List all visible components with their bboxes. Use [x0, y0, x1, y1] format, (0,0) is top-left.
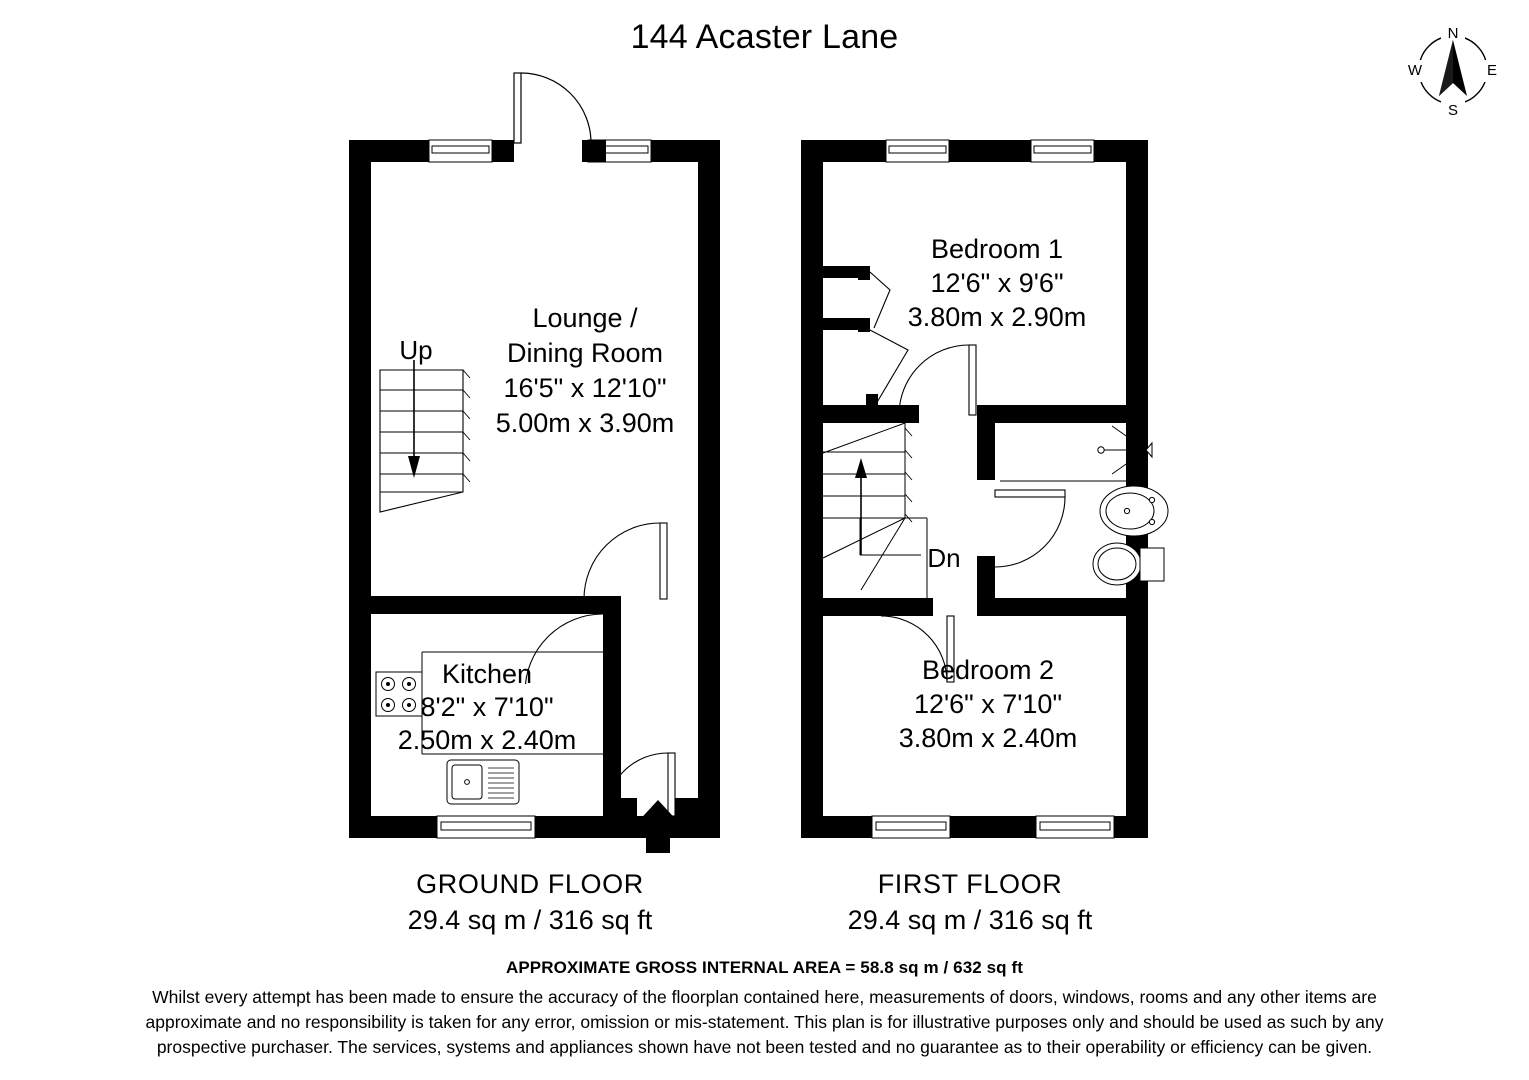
- room-label-lounge-metric: 5.00m x 3.90m: [496, 408, 675, 438]
- disclaimer-line-3: prospective purchaser. The services, sys…: [156, 1037, 1373, 1057]
- room-label-bedroom1-imperial: 12'6" x 9'6": [930, 268, 1063, 298]
- ground-window-top-left: [428, 139, 493, 163]
- cupboard-door-lower: [869, 329, 909, 405]
- first-floor-caption-name: FIRST FLOOR: [877, 869, 1063, 899]
- basin-icon: [1099, 485, 1169, 537]
- hall-entrance-stub-wall: [603, 798, 637, 816]
- cupboard-door-upper: [869, 271, 891, 329]
- room-label-lounge-imperial: 16'5" x 12'10": [503, 373, 666, 403]
- bedroom1-bottom-wall-right: [995, 405, 1126, 423]
- bedroom2-top-wall-right: [977, 598, 1126, 616]
- compass-south-label: S: [1448, 102, 1458, 119]
- ground-floor-caption-area: 29.4 sq m / 316 sq ft: [407, 905, 653, 935]
- ground-front-door: [513, 72, 592, 144]
- bedroom2-top-wall-left: [823, 598, 933, 616]
- ground-staircase: [379, 360, 471, 513]
- hob-icon: [375, 671, 423, 717]
- room-label-lounge-name2: Dining Room: [507, 338, 663, 368]
- kitchen-door: [521, 613, 604, 694]
- landing-bathroom-wall: [977, 405, 995, 480]
- cupboard-wall-stub-upper: [858, 266, 870, 280]
- sink-icon: [446, 759, 520, 805]
- first-floor-caption: FIRST FLOOR 29.4 sq m / 316 sq ft: [760, 866, 1180, 938]
- ground-floor-caption-name: GROUND FLOOR: [416, 869, 644, 899]
- cupboard-wall-stub-bottom: [866, 394, 878, 408]
- first-floor-caption-area: 29.4 sq m / 316 sq ft: [847, 905, 1093, 935]
- compass-east-label: E: [1487, 62, 1497, 79]
- bedroom1-bottom-wall-left: [823, 405, 919, 423]
- page-title: 144 Acaster Lane: [630, 18, 899, 56]
- room-label-bedroom2-imperial: 12'6" x 7'10": [914, 689, 1062, 719]
- ground-front-door-gap: [512, 138, 584, 164]
- first-window-bottom-right: [1035, 815, 1115, 839]
- bathroom-door: [994, 489, 1066, 568]
- lounge-hall-door: [583, 522, 668, 600]
- room-label-bedroom1-name: Bedroom 1: [931, 234, 1063, 264]
- room-label-kitchen-name: Kitchen: [442, 659, 532, 689]
- first-stair-dn-label: Dn: [927, 543, 960, 573]
- first-window-top-right: [1030, 139, 1095, 163]
- cupboard-wall-stub-lower: [858, 318, 870, 332]
- compass-needle-highlight-icon: [1439, 40, 1453, 96]
- disclaimer-line-1: Whilst every attempt has been made to en…: [152, 987, 1377, 1007]
- gross-internal-area-text: APPROXIMATE GROSS INTERNAL AREA = 58.8 s…: [505, 958, 1024, 977]
- ground-floor-caption: GROUND FLOOR 29.4 sq m / 316 sq ft: [320, 866, 740, 938]
- compass-west-label: W: [1408, 62, 1423, 79]
- room-label-bedroom1-metric: 3.80m x 2.90m: [908, 302, 1087, 332]
- bedroom2-door: [880, 615, 955, 683]
- disclaimer-line-2: approximate and no responsibility is tak…: [145, 1012, 1384, 1032]
- disclaimer-text: Whilst every attempt has been made to en…: [0, 985, 1529, 1060]
- room-label-bedroom2-name: Bedroom 2: [922, 655, 1054, 685]
- first-staircase: [822, 422, 928, 598]
- ground-window-bottom: [436, 815, 536, 839]
- compass-rose: N E S W: [1403, 22, 1503, 119]
- shower-icon: [1000, 418, 1153, 482]
- toilet-icon: [1092, 542, 1165, 586]
- ground-floor-plan: Up Lounge / Dinin: [349, 72, 720, 853]
- ground-stair-up-label: Up: [399, 335, 432, 365]
- room-label-lounge-name1: Lounge /: [532, 303, 638, 333]
- entrance-arrow-icon: [634, 800, 682, 853]
- room-label-kitchen-metric: 2.50m x 2.40m: [398, 725, 577, 755]
- kitchen-top-wall: [371, 596, 621, 614]
- room-label-kitchen-imperial: 8'2" x 7'10": [420, 692, 553, 722]
- first-window-bottom-left: [871, 815, 951, 839]
- kitchen-right-wall: [603, 596, 621, 816]
- first-window-top-left: [885, 139, 950, 163]
- first-floor-plan: Dn Bedroom 1 12'6" x 9'6" 3.80m x: [801, 139, 1169, 839]
- hall-upper-stub-wall: [603, 596, 621, 614]
- bedroom1-door: [898, 344, 977, 416]
- compass-north-label: N: [1448, 25, 1459, 42]
- hall-entrance-stub-wall-right: [675, 798, 698, 816]
- room-label-bedroom2-metric: 3.80m x 2.40m: [899, 723, 1078, 753]
- kitchen-worktop: [421, 651, 603, 755]
